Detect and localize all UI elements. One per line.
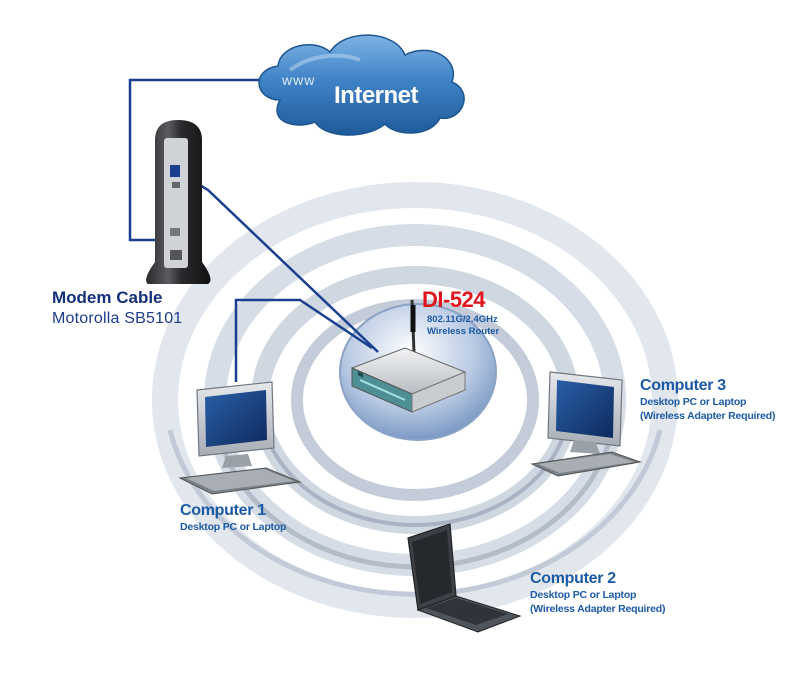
computer-3-label: Computer 3 Desktop PC or Laptop (Wireles…	[640, 377, 776, 423]
computer-1-icon	[178, 381, 302, 495]
cable-computer1-router	[234, 298, 373, 382]
computer-3-desc: Desktop PC or Laptop	[640, 396, 747, 408]
computer-1-label: Computer 1 Desktop PC or Laptop	[180, 502, 286, 534]
computer-3-title: Computer 3	[640, 377, 726, 394]
wireless-router-icon	[350, 299, 467, 413]
computer-2-note: (Wireless Adapter Required)	[530, 603, 666, 615]
computer-1-desc: Desktop PC or Laptop	[180, 521, 287, 533]
router-name: DI-524	[422, 287, 486, 312]
router-spec-line1: 802.11G/2.4GHz	[427, 314, 498, 325]
computer-2-label: Computer 2 Desktop PC or Laptop (Wireles…	[530, 570, 666, 616]
computer-2-title: Computer 2	[530, 570, 616, 587]
router-spec-line2: Wireless Router	[427, 326, 500, 337]
cable-modem-internet	[128, 78, 268, 242]
computer-3-icon	[530, 371, 642, 477]
internet-www-label: www	[282, 72, 316, 88]
modem-title: Modem Cable	[52, 288, 163, 307]
internet-label: Internet	[334, 82, 419, 109]
modem-model: Motorolla SB5101	[52, 310, 183, 327]
internet-cloud-icon	[258, 34, 465, 136]
computer-2-desc: Desktop PC or Laptop	[530, 589, 637, 601]
computer-3-note: (Wireless Adapter Required)	[640, 410, 776, 422]
modem-cable-device-icon	[146, 120, 211, 284]
computer-1-title: Computer 1	[180, 502, 266, 519]
computer-2-icon	[407, 523, 522, 633]
